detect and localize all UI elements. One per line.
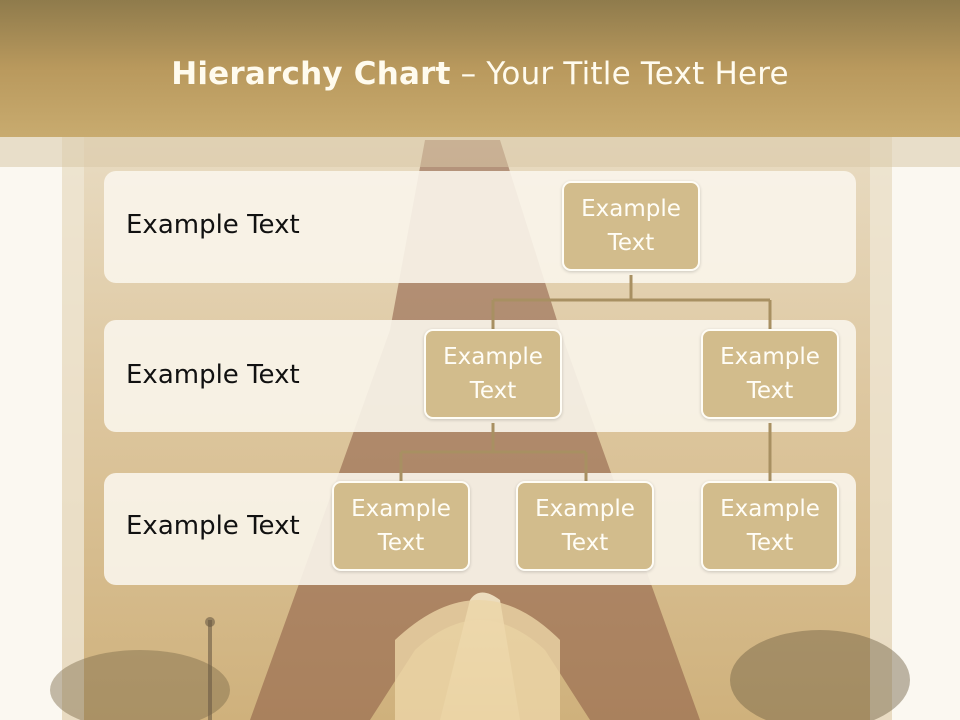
node-level3-c[interactable]: Example Text — [701, 481, 839, 571]
node-root[interactable]: Example Text — [562, 181, 700, 271]
level-label-1: Example Text — [126, 210, 300, 240]
title-band-shadow — [0, 137, 960, 167]
slide-title-bold: Hierarchy Chart — [171, 56, 451, 92]
title-band — [0, 0, 960, 137]
node-level3-b[interactable]: Example Text — [516, 481, 654, 571]
slide-title-rest: – Your Title Text Here — [450, 56, 789, 92]
node-level2-right[interactable]: Example Text — [701, 329, 839, 419]
slide-title: Hierarchy Chart – Your Title Text Here — [0, 56, 960, 92]
level-label-3: Example Text — [126, 511, 300, 541]
level-row-1 — [104, 171, 856, 283]
node-level3-a[interactable]: Example Text — [332, 481, 470, 571]
level-label-2: Example Text — [126, 360, 300, 390]
node-level2-left[interactable]: Example Text — [424, 329, 562, 419]
